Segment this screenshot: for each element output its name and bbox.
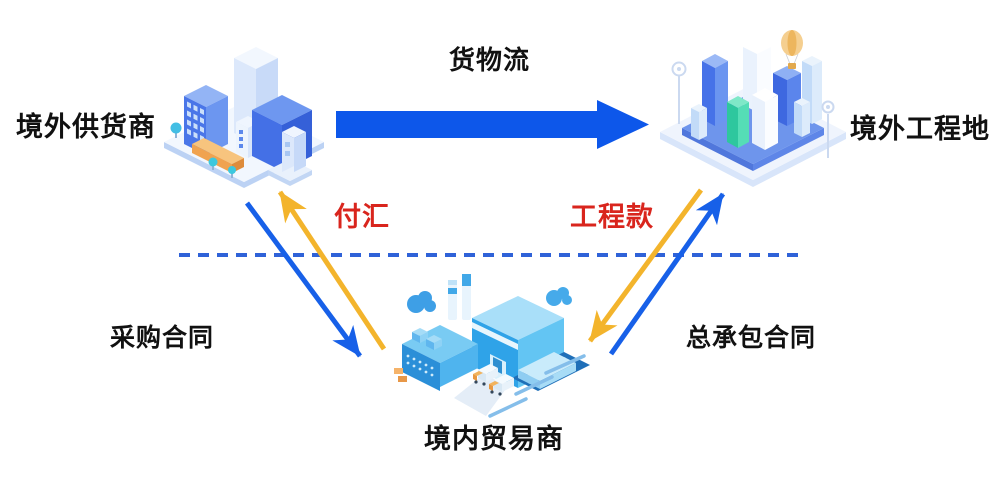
overseas-supplier-label: 境外供货商: [16, 112, 156, 142]
procurement-flow-arrow-down: [244, 201, 363, 358]
payment-remittance-arrow-up: [277, 190, 387, 351]
supplier-buildings-illustration: [164, 47, 324, 188]
annex-windows: [406, 354, 434, 377]
truck-icon: [473, 364, 498, 386]
annex-roof-blocks-icon: [412, 328, 442, 350]
general-contract-label: 总承包合同: [686, 324, 817, 352]
procurement-contract-label: 采购合同: [110, 324, 215, 352]
factory-chimneys-icon: [448, 274, 471, 320]
trader-factory-illustration: [394, 274, 590, 418]
general-contract-arrow-up: [608, 192, 726, 356]
lamp-post-icon: [821, 100, 835, 158]
hot-air-balloon-icon: [781, 30, 803, 69]
truck-icon: [489, 374, 514, 396]
project-payment-arrow-down: [587, 188, 704, 343]
cloud-icon: [407, 291, 436, 313]
project-payment-label: 工程款: [570, 202, 654, 232]
domestic-trader-label: 境内贸易商: [424, 424, 564, 454]
overseas-project-site-label: 境外工程地: [850, 114, 989, 144]
payment-remittance-label: 付汇: [334, 202, 390, 232]
lamp-post-icon: [671, 61, 687, 124]
project-site-city-illustration: [660, 30, 846, 187]
cloud-icon: [546, 287, 572, 306]
goods-flow-arrow: [336, 100, 649, 149]
goods-flow-label: 货物流: [449, 45, 531, 75]
road-dashes-icon: [488, 354, 586, 418]
